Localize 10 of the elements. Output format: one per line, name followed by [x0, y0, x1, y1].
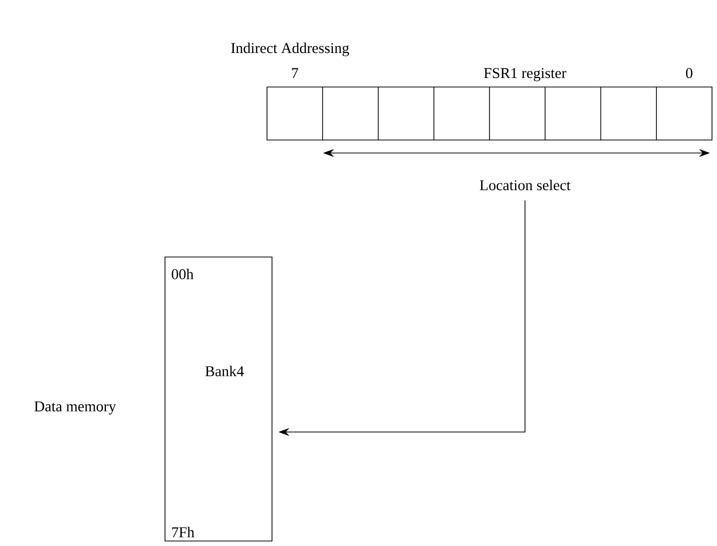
selector-label: Location select [480, 180, 571, 190]
node-label: 7Fh [172, 526, 194, 538]
memory-box: 00h Bank4 7Fh [164, 256, 272, 542]
register-label: FSR1 register [484, 68, 566, 82]
bit-number: 7 [292, 68, 298, 78]
memory-caption: Data memory [34, 401, 116, 415]
bit-number: 0 [686, 68, 692, 78]
node-label: 00h [172, 268, 194, 280]
node-label: Bank4 [205, 366, 244, 376]
title: Indirect Addressing [231, 42, 350, 56]
